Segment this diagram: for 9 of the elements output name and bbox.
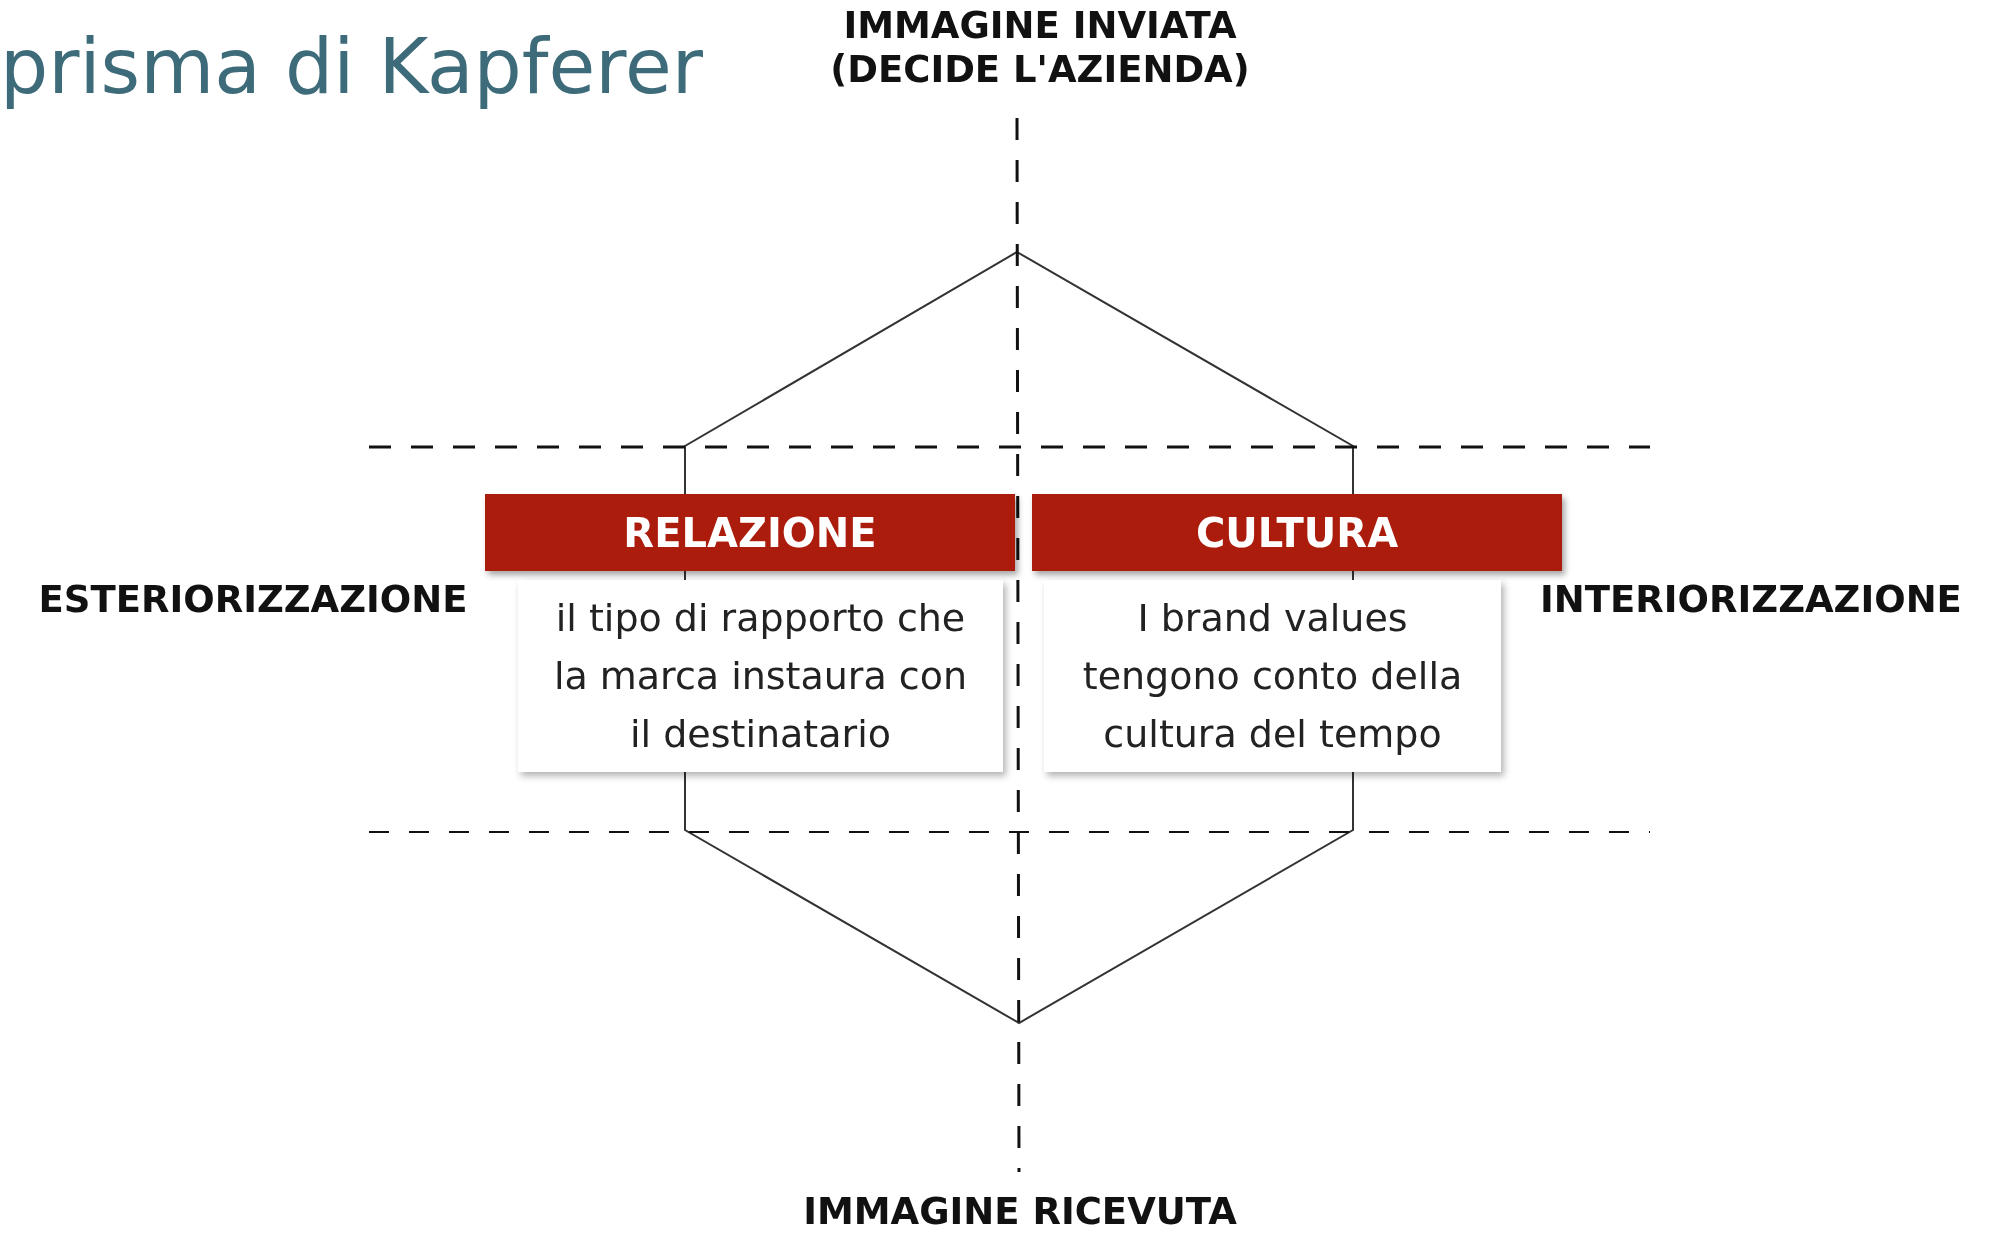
axis-label: IMMAGINE RICEVUTA [802,1190,1238,1235]
heading-bar: RELAZIONE [485,494,1015,571]
axis-label: INTERIORIZZAZIONE [1539,578,1963,623]
axis-label: IMMAGINE INVIATA (DECIDE L'AZIENDA) [829,4,1251,93]
axis-label: ESTERIORIZZAZIONE [37,578,469,623]
text-card: I brand values tengono conto della cultura del tempo [1044,580,1501,772]
heading-bar: CULTURA [1032,494,1562,571]
text-card: il tipo di rapporto che la marca instaura con il destinatario [518,580,1003,772]
title: prisma di Kapferer [0,22,703,111]
